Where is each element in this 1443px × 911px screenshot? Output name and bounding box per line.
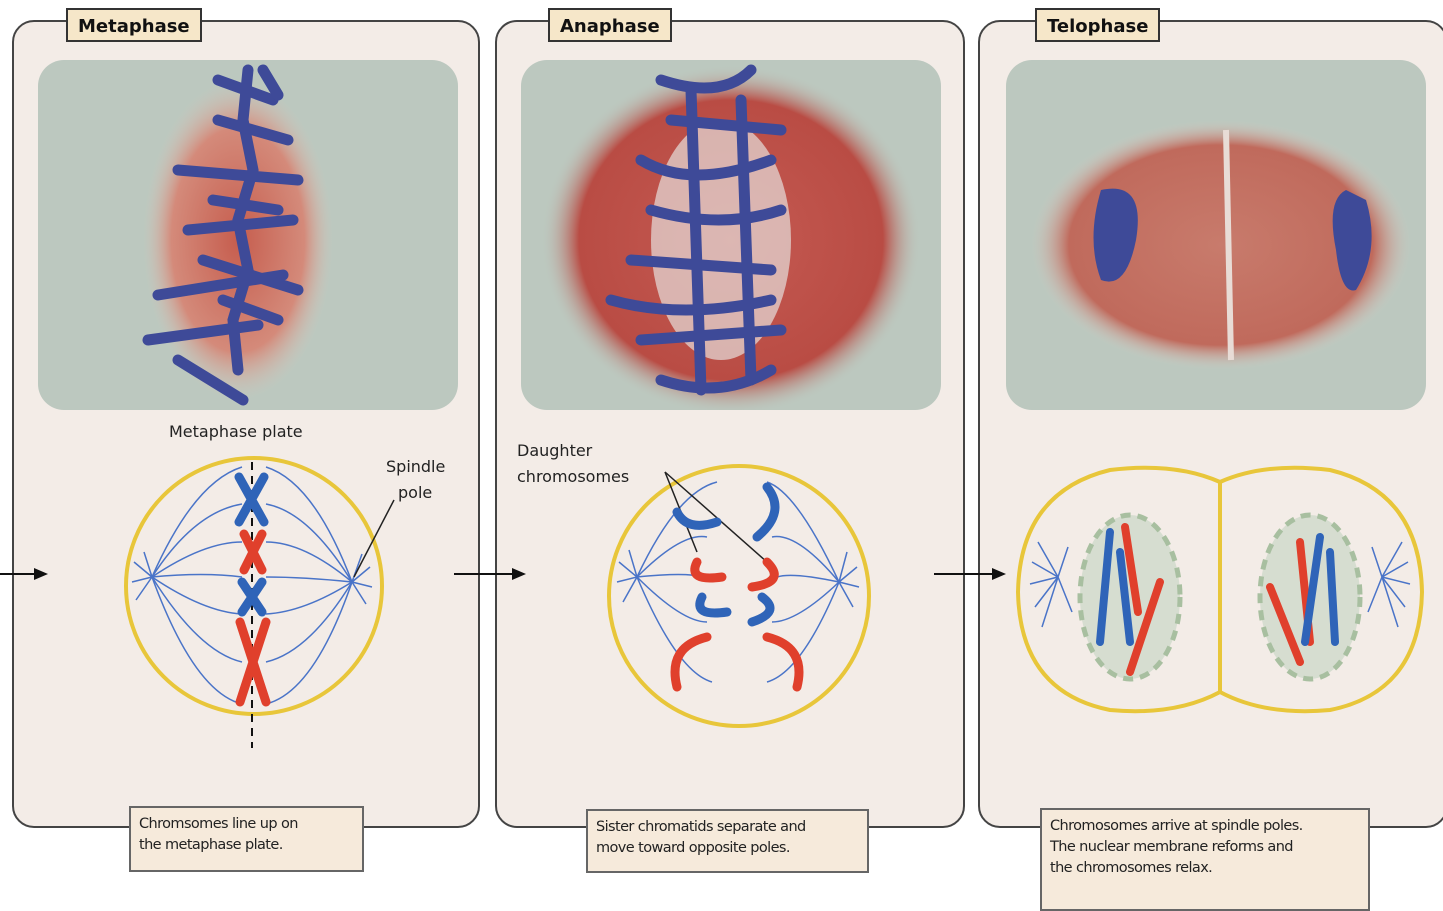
anaphase-caption: Sister chromatids separate and move towa… <box>586 809 869 873</box>
anaphase-caption-line1: Sister chromatids separate and <box>596 817 859 838</box>
metaphase-title: Metaphase <box>66 8 202 42</box>
telophase-title: Telophase <box>1035 8 1160 42</box>
anaphase-cell-diagram <box>497 22 967 830</box>
telophase-caption: Chromosomes arrive at spindle poles. The… <box>1040 808 1370 911</box>
telophase-panel: Chromosomes arrive at spindle poles. The… <box>978 20 1443 828</box>
anaphase-caption-line2: move toward opposite poles. <box>596 838 859 859</box>
flow-arrow-into-metaphase <box>0 566 50 582</box>
metaphase-panel: Metaphase plate Spindle pole <box>12 20 480 828</box>
flow-arrow-metaphase-to-anaphase <box>454 566 528 582</box>
metaphase-caption: Chromsomes line up on the metaphase plat… <box>129 806 364 872</box>
metaphase-cell-diagram <box>14 22 482 830</box>
anaphase-title: Anaphase <box>548 8 672 42</box>
telophase-caption-line3: the chromosomes relax. <box>1050 858 1360 879</box>
metaphase-caption-line1: Chromsomes line up on <box>139 814 354 835</box>
metaphase-caption-line2: the metaphase plate. <box>139 835 354 856</box>
telophase-caption-line1: Chromosomes arrive at spindle poles. <box>1050 816 1360 837</box>
telophase-caption-line2: The nuclear membrane reforms and <box>1050 837 1360 858</box>
telophase-cell-diagram <box>980 22 1443 830</box>
flow-arrow-anaphase-to-telophase <box>934 566 1008 582</box>
anaphase-panel: Daughter chromosomes <box>495 20 965 828</box>
